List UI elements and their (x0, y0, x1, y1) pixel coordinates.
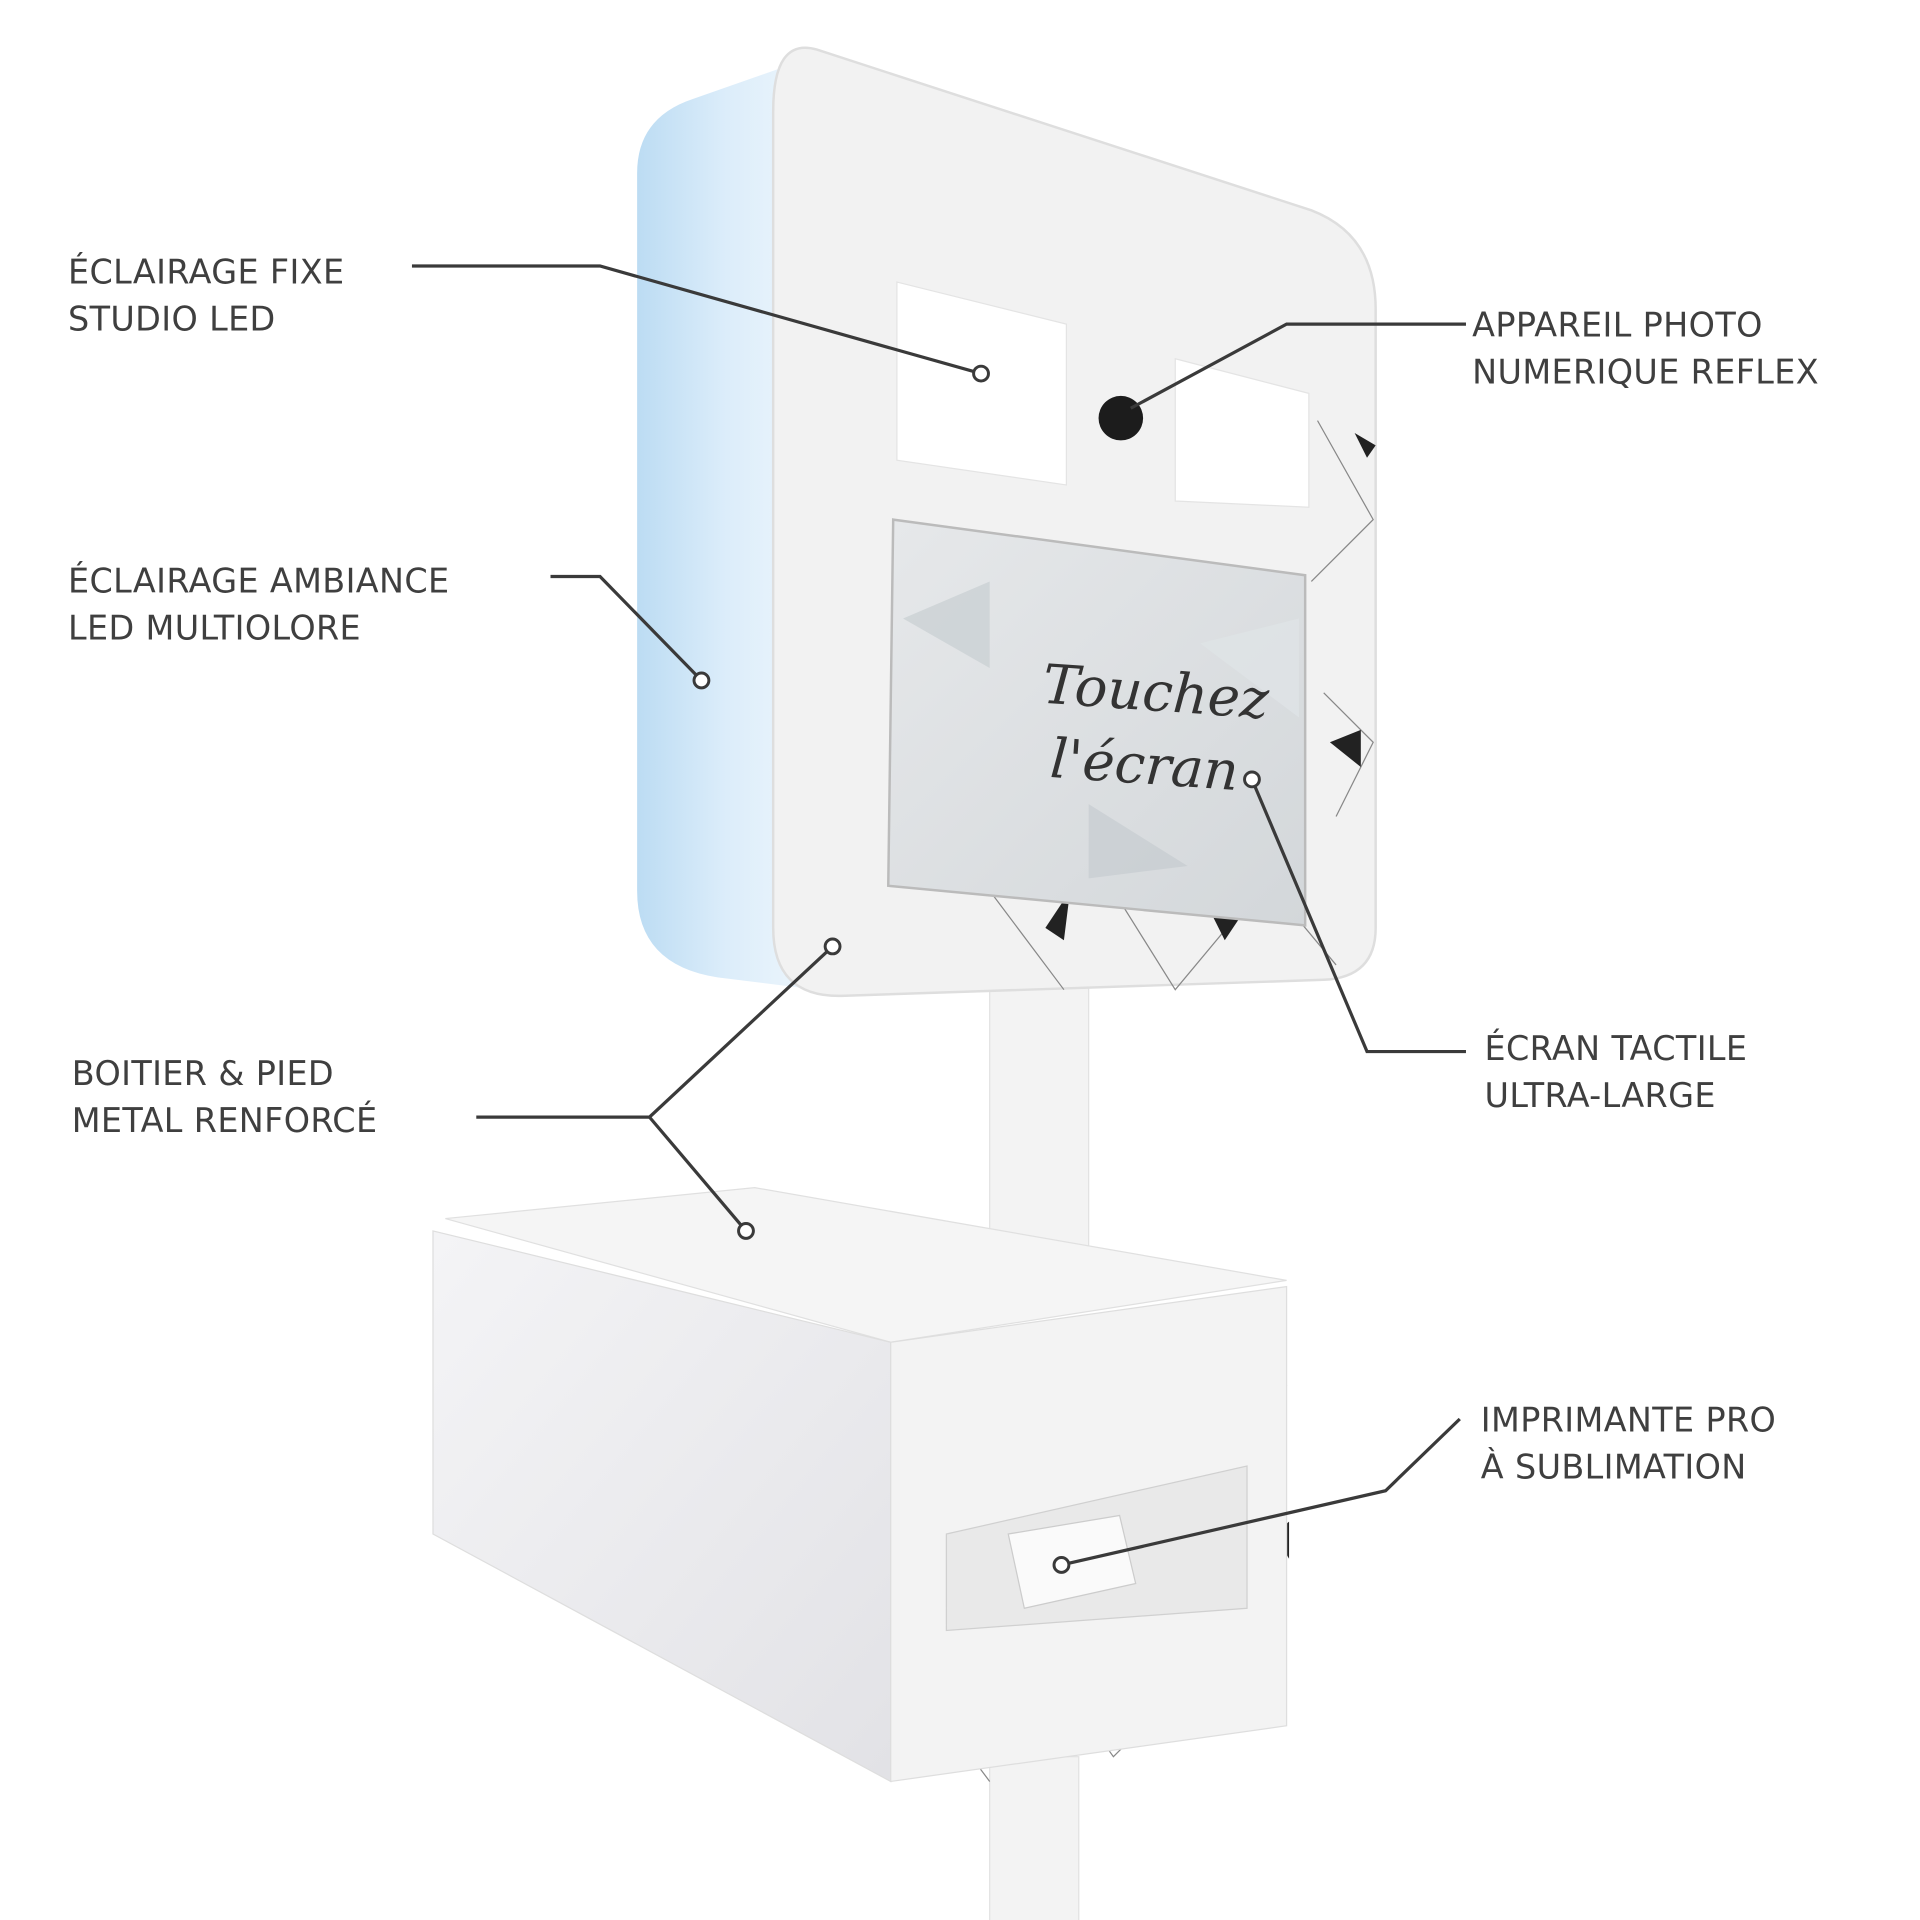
screen-text-line2: l'écran (1048, 726, 1241, 803)
label-line: ULTRA-LARGE (1485, 1076, 1716, 1115)
label-line: METAL RENFORCÉ (72, 1100, 378, 1140)
screen-text-line1: Touchez (1041, 652, 1272, 732)
label-line: STUDIO LED (68, 299, 276, 338)
callout-lines (411, 264, 1466, 1567)
callout-studio-led: ÉCLAIRAGE FIXE STUDIO LED (68, 251, 344, 338)
label-line: LED MULTIOLORE (68, 609, 361, 648)
label-line: NUMERIQUE REFLEX (1472, 353, 1819, 392)
printer-box-top (445, 1187, 1287, 1343)
stand-pole-upper (989, 964, 1090, 1263)
callout-touchscreen: ÉCRAN TACTILE ULTRA-LARGE (1485, 1028, 1748, 1115)
callout-housing: BOITIER & PIED METAL RENFORCÉ (72, 1054, 378, 1140)
label-line: ÉCLAIRAGE AMBIANCE (68, 561, 449, 601)
label-line: BOITIER & PIED (72, 1054, 334, 1093)
label-line: ÉCLAIRAGE FIXE (68, 251, 344, 291)
studio-led-window-left (896, 281, 1068, 486)
camera-lens-icon (1098, 395, 1144, 441)
stand-pole-lower (989, 1756, 1080, 1920)
label-line: APPAREIL PHOTO (1472, 305, 1763, 344)
touchscreen[interactable]: Touchez l'écran (886, 518, 1307, 927)
studio-led-window-right (1174, 357, 1310, 508)
callout-printer: IMPRIMANTE PRO À SUBLIMATION (1481, 1400, 1776, 1486)
callout-ambiance-led: ÉCLAIRAGE AMBIANCE LED MULTIOLORE (68, 561, 449, 648)
label-line: IMPRIMANTE PRO (1481, 1400, 1776, 1439)
label-line: À SUBLIMATION (1481, 1446, 1747, 1486)
label-line: ÉCRAN TACTILE (1485, 1028, 1748, 1068)
callout-camera: APPAREIL PHOTO NUMERIQUE REFLEX (1472, 305, 1819, 392)
callout-dots (692, 364, 1261, 1574)
